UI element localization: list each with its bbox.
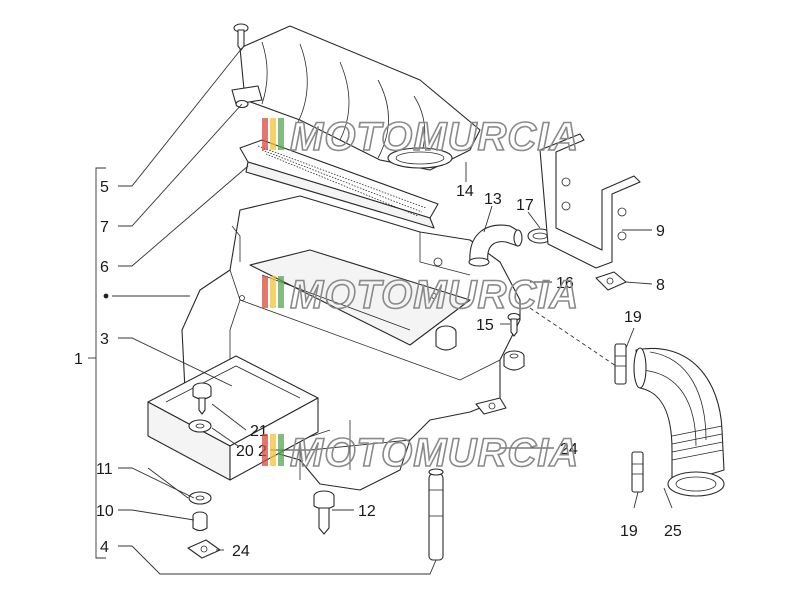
watermark-stripe-yellow <box>270 434 276 466</box>
watermark-middle: MOTOMURCIA <box>262 272 579 318</box>
breather-hose <box>468 224 523 267</box>
fastener-12 <box>313 490 335 535</box>
callout-9: 9 <box>656 223 665 240</box>
spacer-10 <box>192 511 208 532</box>
watermark-stripe-green <box>278 276 284 308</box>
screw-15 <box>507 312 521 337</box>
watermark-text: MOTOMURCIA <box>290 431 579 475</box>
callout-6: 6 <box>100 259 109 276</box>
callout-16: 16 <box>556 275 574 292</box>
callout-13: 13 <box>484 191 502 208</box>
air-filter-element <box>239 139 439 229</box>
watermark-stripe-red <box>262 276 268 308</box>
assembly-bracket <box>88 167 109 559</box>
drain-tube <box>428 468 444 561</box>
callout-25: 25 <box>664 523 682 540</box>
leader-lines <box>112 47 673 575</box>
callout-20: 20 <box>236 443 254 460</box>
watermark-stripe-yellow <box>270 276 276 308</box>
hose-clip-19-upper <box>614 343 627 385</box>
callout-24-lower: 24 <box>232 543 250 560</box>
clip-nut-24-lower <box>187 539 221 559</box>
watermark-text: MOTOMURCIA <box>290 115 579 159</box>
bracket-dot <box>103 293 109 299</box>
callout-14: 14 <box>456 183 474 200</box>
callout-5: 5 <box>100 179 109 196</box>
callout-3: 3 <box>100 331 109 348</box>
callout-7: 7 <box>100 219 109 236</box>
watermark-stripe-yellow <box>270 118 276 150</box>
callout-15: 15 <box>476 317 494 334</box>
callout-11: 11 <box>96 461 113 478</box>
callout-24-mid: 24 <box>560 441 578 458</box>
filter-cover <box>231 25 481 171</box>
watermark-top: MOTOMURCIA <box>262 114 579 160</box>
watermark-stripe-red <box>262 118 268 150</box>
mounting-bracket-9 <box>539 133 641 269</box>
watermark-stripe-green <box>278 434 284 466</box>
watermark-text: MOTOMURCIA <box>290 273 579 317</box>
grommet-11 <box>188 491 212 505</box>
callout-19-lower: 19 <box>620 523 638 540</box>
screw-5 <box>233 23 249 51</box>
bolt-21 <box>192 382 212 415</box>
callout-10: 10 <box>96 503 114 520</box>
watermark-stripe-green <box>278 118 284 150</box>
callout-17: 17 <box>516 197 534 214</box>
callout-4: 4 <box>100 539 109 556</box>
watermark-bottom: MOTOMURCIA <box>262 430 579 476</box>
callout-8: 8 <box>656 277 665 294</box>
intake-duct-25 <box>633 347 725 497</box>
grommet-16 <box>503 350 525 371</box>
callout-1: 1 <box>74 351 83 368</box>
callout-19-upper: 19 <box>624 309 642 326</box>
clip-nut-8 <box>595 271 627 291</box>
washer-20 <box>188 419 212 433</box>
callout-12: 12 <box>358 503 376 520</box>
assembly-guide-line <box>529 307 617 367</box>
watermark-stripe-red <box>262 434 268 466</box>
hose-clip-19-lower <box>631 451 644 493</box>
